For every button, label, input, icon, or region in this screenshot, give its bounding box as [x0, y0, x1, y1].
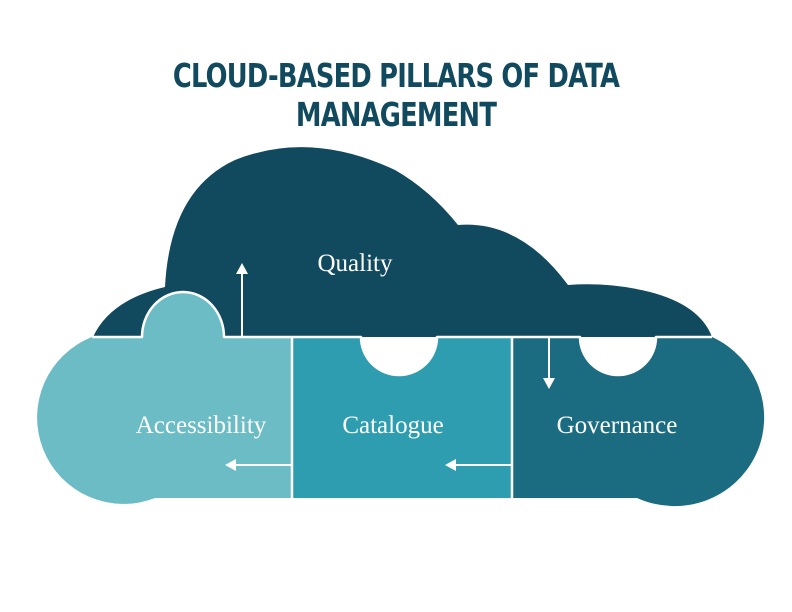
accessibility-piece — [37, 292, 292, 504]
accessibility-label: Accessibility — [136, 412, 267, 439]
arrow-up-quality — [236, 263, 248, 337]
piece-dividers — [92, 290, 712, 498]
arrow-left-accessibility — [225, 459, 292, 471]
quality-label: Quality — [318, 250, 393, 277]
catalogue-label: Catalogue — [342, 412, 443, 439]
arrow-down-governance — [543, 337, 555, 389]
governance-piece — [512, 337, 765, 507]
quality-piece — [93, 147, 712, 337]
catalogue-piece — [292, 337, 512, 498]
governance-label: Governance — [557, 412, 678, 439]
arrow-left-catalogue — [445, 459, 512, 471]
diagram-title: CLOUD-BASED PILLARS OF DATA MANAGEMENT — [172, 56, 620, 134]
